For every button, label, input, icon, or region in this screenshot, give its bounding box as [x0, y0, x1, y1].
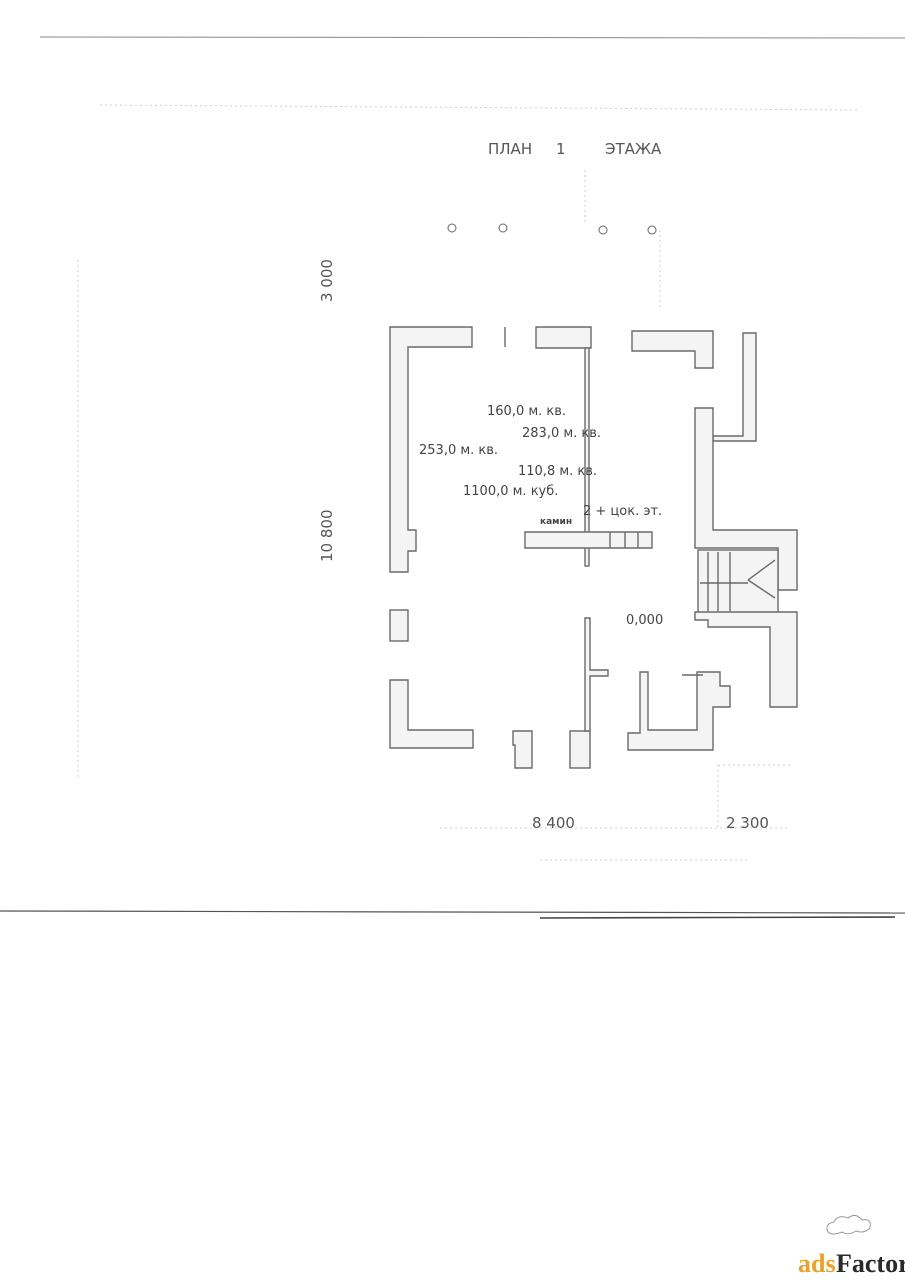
stat-volume: 1100,0 м. куб.: [463, 484, 558, 499]
scan-edge-bottom: [0, 910, 905, 914]
dimension-house-width: 8 400: [532, 814, 575, 832]
dimension-porch-depth: 3 000: [318, 259, 336, 302]
scan-edge-bottom-2: [539, 916, 896, 919]
dimension-annex-width: 2 300: [726, 814, 769, 832]
stat-total-area: 160,0 м. кв.: [487, 404, 566, 419]
faint-construction-lines: [77, 104, 861, 861]
stat-area-2: 283,0 м. кв.: [522, 426, 601, 441]
svg-text:Factory: Factory: [836, 1249, 905, 1278]
stat-living-area: 110,8 м. кв.: [518, 464, 597, 479]
scan-edge-top: [39, 36, 905, 39]
plan-title-number: 1: [556, 140, 566, 158]
stat-floors: 2 + цок. эт.: [583, 504, 662, 519]
svg-text:ads: ads: [798, 1249, 836, 1278]
porch-columns: [447, 223, 657, 235]
staircase: [697, 549, 779, 614]
stat-area-3: 253,0 м. кв.: [419, 443, 498, 458]
fireplace-label: камин: [540, 517, 572, 527]
plan-title-word: ПЛАН: [488, 140, 532, 158]
plan-title-floor: ЭТАЖА: [605, 140, 662, 158]
level-mark: 0,000: [626, 613, 663, 628]
adsfactory-logo: ads Factory: [798, 1214, 905, 1278]
dimension-house-depth: 10 800: [318, 510, 336, 563]
walls: [389, 326, 798, 769]
